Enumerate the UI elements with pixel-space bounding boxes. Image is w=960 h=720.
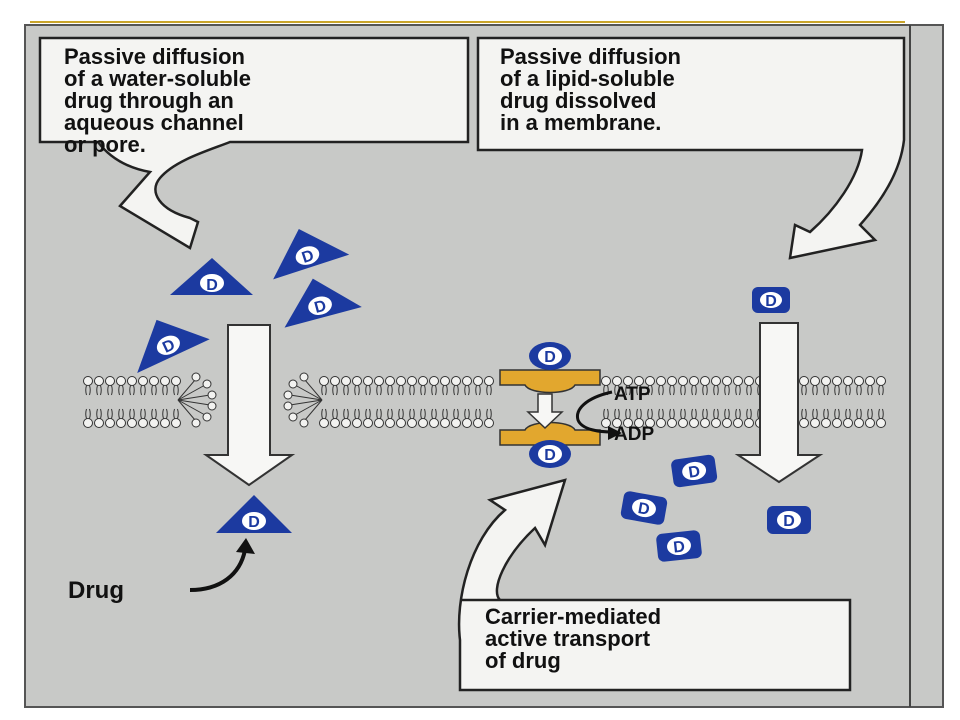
drug-symbol: D bbox=[248, 514, 260, 531]
callout-water-line-5: or pore. bbox=[64, 132, 146, 157]
callout-carrier-line-3: of drug bbox=[485, 648, 561, 673]
drug-triangle-2: D bbox=[273, 228, 350, 280]
drug-symbol: D bbox=[300, 247, 316, 267]
atp-adp-arrowhead bbox=[608, 426, 622, 440]
drug-square-4: D bbox=[656, 530, 702, 562]
drug-symbol: D bbox=[544, 447, 556, 464]
svg-text:Carrier-mediated active: Carrier-mediated active transport of dru… bbox=[485, 604, 667, 673]
callout-water-line-2: of a water-soluble bbox=[64, 66, 251, 91]
drug-triangle-5: D bbox=[216, 495, 292, 533]
callout-carrier: Carrier-mediated active transport of dru… bbox=[457, 478, 852, 692]
callout-carrier-line-2: active transport bbox=[485, 626, 651, 651]
callout-water-line-4: aqueous channel bbox=[64, 110, 244, 135]
drug-oval-carrier-top: D bbox=[529, 342, 571, 370]
svg-text:Passive diffusion of a w: Passive diffusion of a water-soluble dru… bbox=[64, 44, 257, 157]
drug-label: Drug bbox=[68, 577, 124, 604]
drug-symbol: D bbox=[637, 500, 651, 519]
atp-adp-arrow bbox=[576, 390, 613, 434]
drug-square-1: D bbox=[752, 287, 790, 313]
drug-square-3: D bbox=[620, 491, 668, 525]
atp-label: ATP bbox=[614, 384, 651, 405]
drug-triangle-3: D bbox=[284, 278, 362, 328]
drug-symbol: D bbox=[765, 293, 777, 310]
drug-square-5: D bbox=[767, 506, 811, 534]
callout-lipid-soluble: Passive diffusion of a lipid-soluble dru… bbox=[476, 36, 906, 260]
callout-lipid-line-4: in a membrane. bbox=[500, 110, 661, 135]
drug-label-arrow bbox=[189, 549, 247, 592]
drug-label-arrowhead bbox=[236, 538, 255, 554]
callout-lipid-line-2: of a lipid-soluble bbox=[500, 66, 675, 91]
drug-symbol: D bbox=[687, 463, 701, 481]
carrier-transport-arrow bbox=[526, 393, 564, 430]
callout-water-line-1: Passive diffusion bbox=[64, 44, 245, 69]
pore-left bbox=[177, 372, 217, 428]
diffusion-arrow-aqueous bbox=[202, 324, 296, 487]
drug-symbol: D bbox=[544, 349, 556, 366]
callout-carrier-line-1: Carrier-mediated bbox=[485, 604, 661, 629]
callout-water-soluble: Passive diffusion of a water-soluble dru… bbox=[38, 36, 470, 250]
callout-water-line-3: drug through an bbox=[64, 88, 234, 113]
diffusion-arrow-lipid bbox=[734, 322, 824, 484]
drug-symbol: D bbox=[206, 277, 218, 294]
drug-symbol: D bbox=[673, 538, 686, 556]
drug-triangle-4: D bbox=[137, 319, 210, 374]
adp-label: ADP bbox=[614, 424, 654, 445]
drug-symbol: D bbox=[313, 297, 329, 316]
pore-right bbox=[283, 372, 323, 428]
callout-lipid-line-1: Passive diffusion bbox=[500, 44, 681, 69]
svg-text:Passive diffusion of a l: Passive diffusion of a lipid-soluble dru… bbox=[500, 44, 687, 135]
callout-lipid-line-3: drug dissolved bbox=[500, 88, 656, 113]
drug-symbol: D bbox=[783, 513, 795, 530]
drug-oval-carrier-bottom: D bbox=[529, 440, 571, 468]
drug-triangle-1: D bbox=[170, 258, 253, 295]
drug-square-2: D bbox=[671, 454, 718, 488]
